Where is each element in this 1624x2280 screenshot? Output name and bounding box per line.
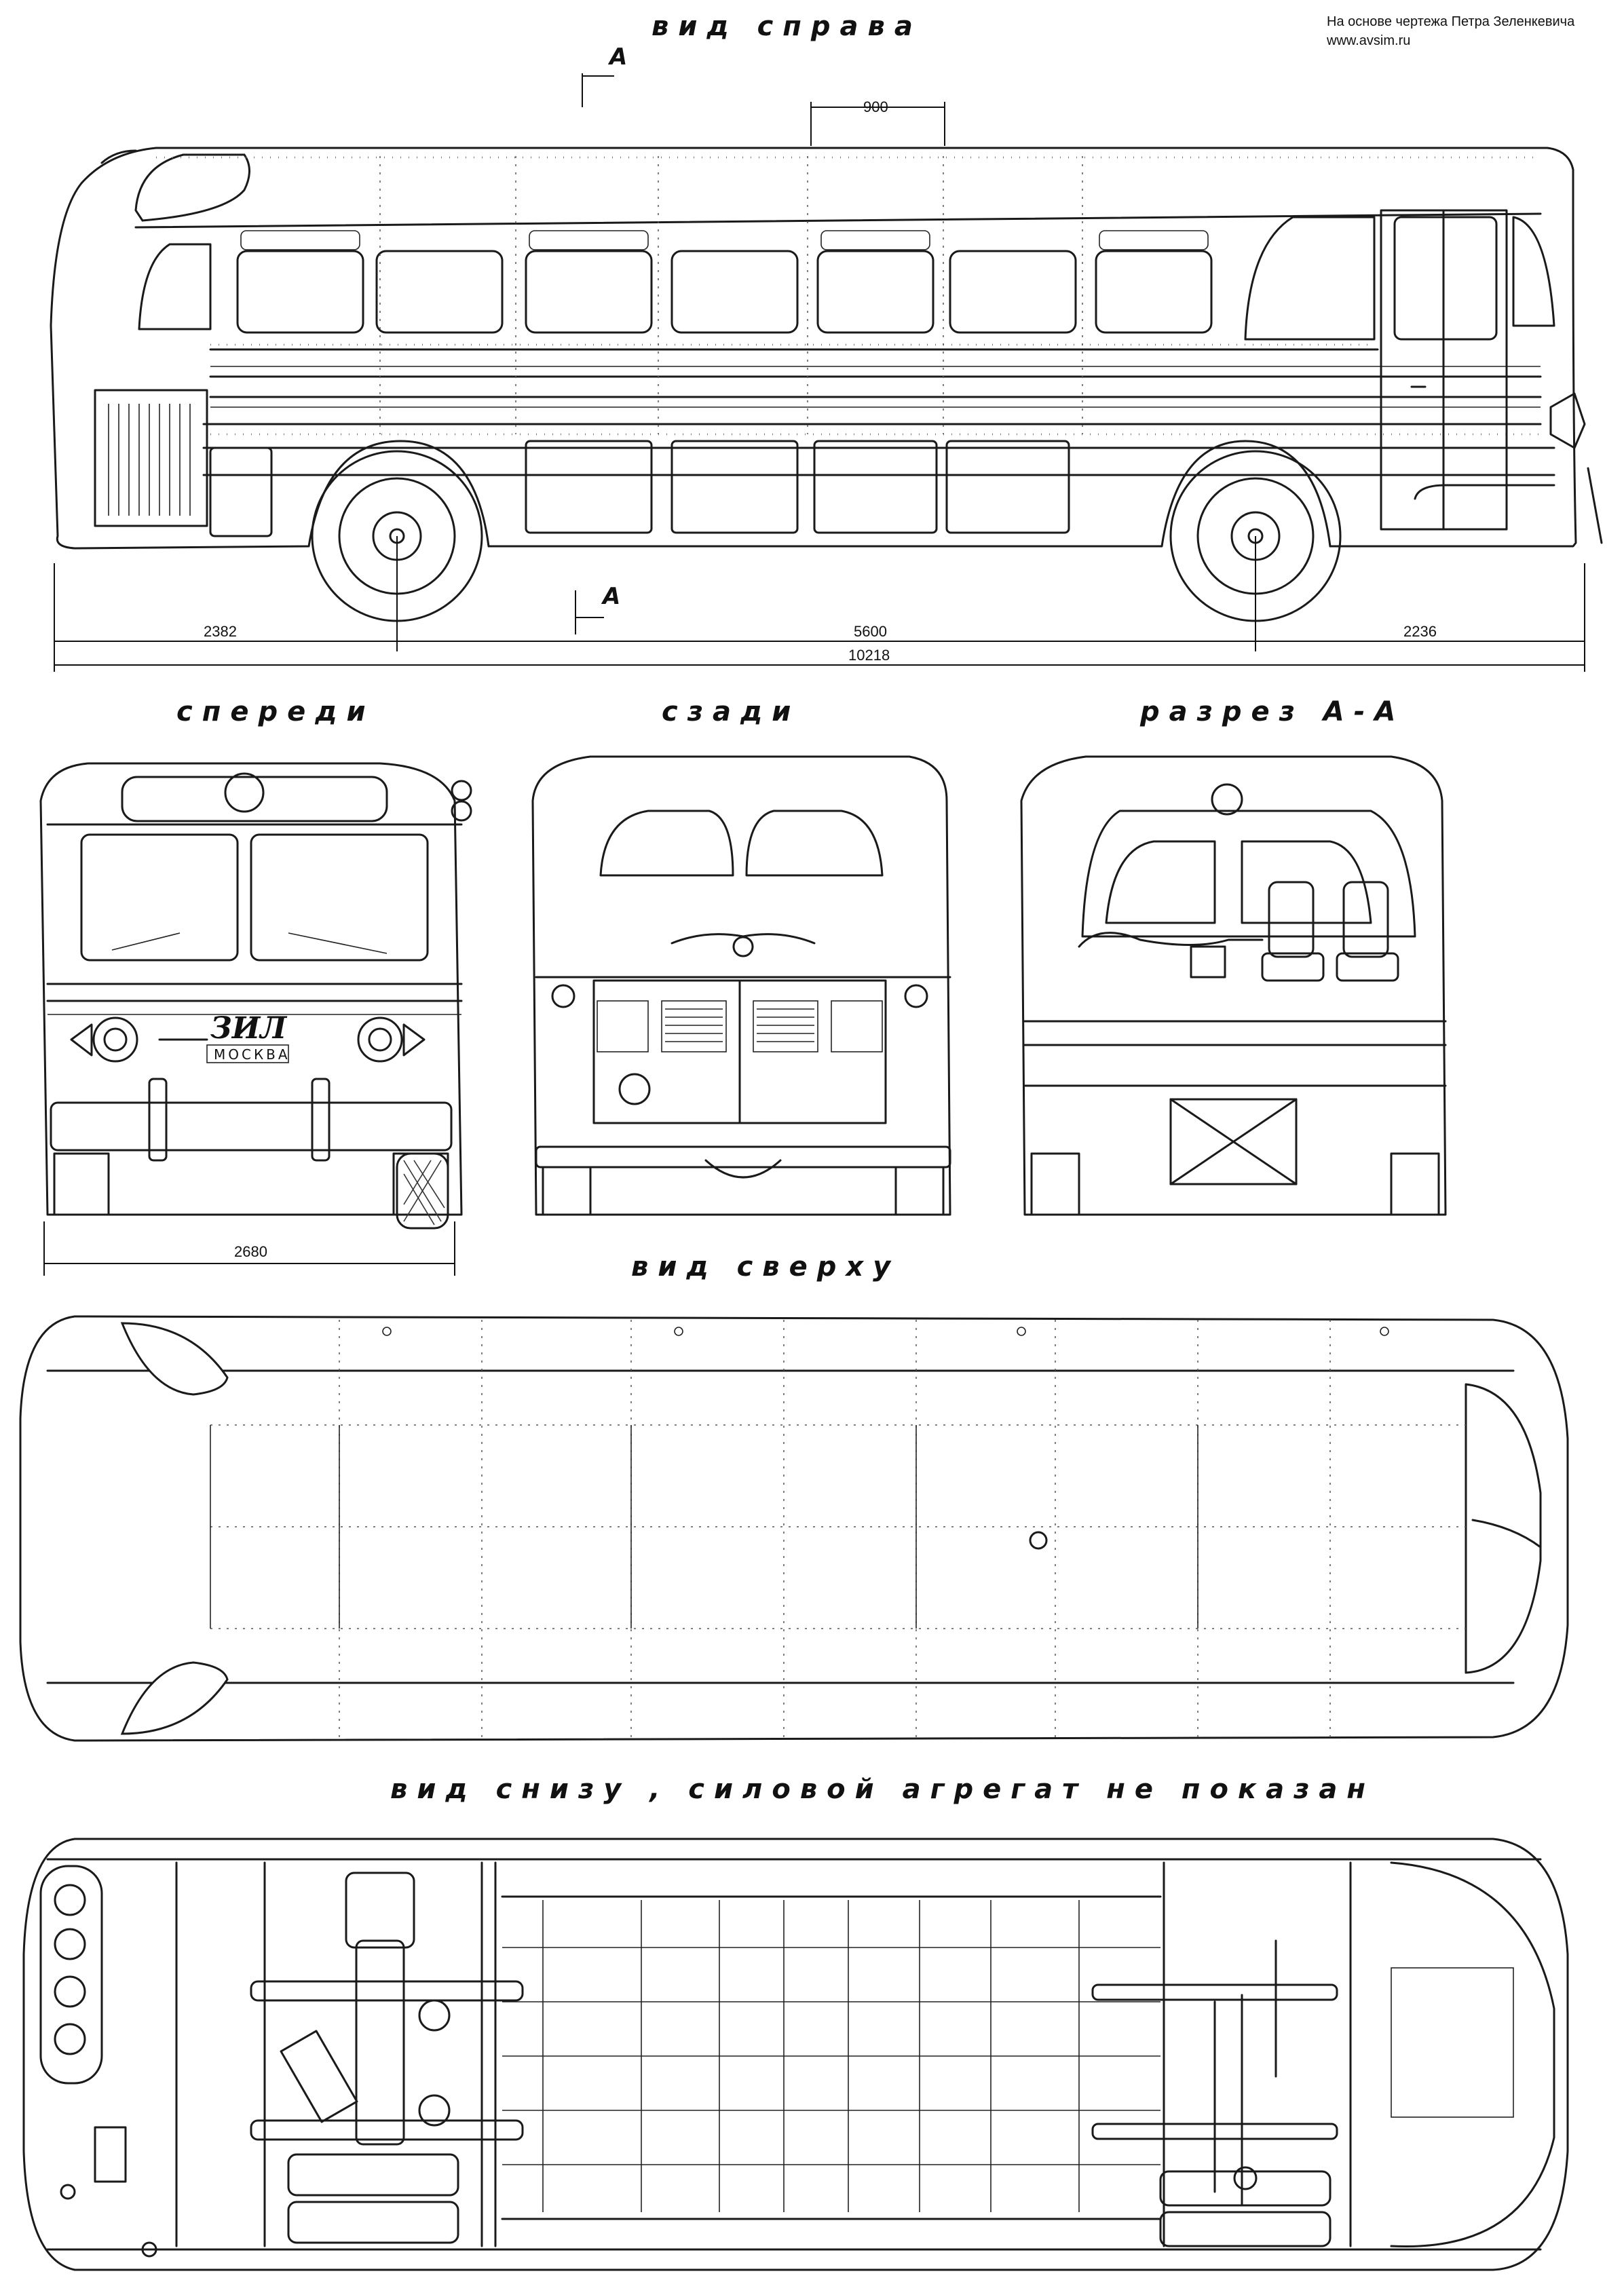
rear-view-title: сзади xyxy=(662,696,800,727)
front-badge: ЗИЛ МОСКВА xyxy=(158,1011,290,1063)
top-marker-light-right xyxy=(120,1661,229,1735)
dim-front-overhang: 2382 xyxy=(204,623,237,640)
section-window-left xyxy=(1105,840,1216,924)
destination-box xyxy=(121,776,388,822)
front-width-dimension: 2680 xyxy=(43,1221,455,1276)
bottom-body-outline xyxy=(22,1838,1569,2271)
rear-access-plate xyxy=(94,2126,127,2183)
rear-bumper xyxy=(535,1145,951,1168)
front-box-2 xyxy=(1159,2211,1332,2247)
windshield-edge xyxy=(1512,216,1555,327)
rear-axle xyxy=(250,1872,524,2146)
luggage-doors xyxy=(209,440,1070,537)
section-body-outline xyxy=(1020,755,1447,1216)
rear-lamp-cluster xyxy=(39,1865,103,2085)
windshield-right xyxy=(250,833,429,962)
section-interior-outline xyxy=(1081,810,1416,938)
rear-grille-right xyxy=(753,1000,818,1052)
section-marker-top: А xyxy=(582,43,627,107)
bottom-view: вид снизу , силовой агрегат не показан xyxy=(22,1774,1569,2271)
rear-window-left xyxy=(599,810,734,877)
roof-hatch-dimension-label: 900 xyxy=(863,98,888,115)
rear-view: сзади xyxy=(531,696,951,1216)
spare-wheel xyxy=(396,1152,449,1230)
front-quarter-window xyxy=(1244,216,1376,341)
section-view: разрез А-А xyxy=(1020,696,1447,1216)
front-view: спереди ЗИЛ МОСКВА xyxy=(39,696,472,1276)
side-roof-drip xyxy=(134,212,1542,229)
rear-body-outline xyxy=(531,755,951,1216)
front-axle xyxy=(1091,1939,1338,2207)
tool-box xyxy=(287,2201,459,2244)
side-window-4 xyxy=(671,250,799,334)
side-window-1 xyxy=(236,250,364,334)
section-marker-bottom: А xyxy=(575,583,620,634)
dim-wheelbase: 5600 xyxy=(854,623,887,640)
front-view-title: спереди xyxy=(176,696,375,727)
credit-author: На основе чертежа Петра Зеленкевича xyxy=(1327,14,1575,29)
side-window-2 xyxy=(375,250,504,334)
rear-roof-marker-light xyxy=(134,153,250,222)
front-roof-dome xyxy=(1465,1383,1542,1674)
dim-overall-length: 10218 xyxy=(848,647,890,664)
top-body-outline xyxy=(19,1315,1569,1742)
roof-vent xyxy=(1029,1531,1048,1550)
side-windows xyxy=(138,216,1555,341)
side-view: вид справа А 900 xyxy=(50,11,1603,672)
dim-overall-width: 2680 xyxy=(234,1243,267,1260)
rear-corner-window xyxy=(138,243,212,330)
windshield-left xyxy=(80,833,239,962)
rear-grille-far-right xyxy=(831,1000,883,1052)
side-body-outline xyxy=(50,147,1577,550)
front-step-well xyxy=(1391,1967,1514,2118)
side-length-dimensions: 2382 5600 2236 10218 xyxy=(54,536,1585,672)
engine-cover xyxy=(1078,932,1264,948)
section-view-title: разрез А-А xyxy=(1139,696,1405,727)
front-box-1 xyxy=(1159,2170,1332,2207)
credit-url: www.avsim.ru xyxy=(1326,33,1410,48)
side-window-7 xyxy=(1095,250,1213,334)
floor-grid xyxy=(502,1900,1160,2212)
top-marker-light-left xyxy=(120,1322,229,1396)
roof-hatch-dimension: 900 xyxy=(810,98,945,146)
section-marker-top-label: А xyxy=(607,43,627,71)
section-fuel-tank xyxy=(1169,1098,1298,1185)
rear-emblem xyxy=(671,933,816,945)
bottom-view-title: вид снизу , силовой агрегат не показан xyxy=(390,1774,1375,1805)
side-window-3 xyxy=(525,250,653,334)
door-window xyxy=(1393,216,1498,341)
front-bumper xyxy=(50,1101,453,1152)
engine-grille xyxy=(94,389,208,527)
top-view: вид сверху xyxy=(19,1251,1569,1742)
rear-grille-far-left xyxy=(597,1000,649,1052)
passenger-seats xyxy=(1261,881,1399,982)
battery-box xyxy=(287,2153,459,2197)
chassis-frame xyxy=(175,1861,1352,2247)
section-window-right xyxy=(1241,840,1372,924)
left-headlight xyxy=(70,1016,138,1063)
front-undercarriage-outline xyxy=(1390,1861,1555,2248)
front-marker-lamp xyxy=(224,772,265,813)
section-marker-bottom-label: А xyxy=(601,583,620,610)
front-body-outline xyxy=(39,762,463,1216)
front-badge-model: ЗИЛ xyxy=(210,1011,288,1046)
side-window-5 xyxy=(816,250,934,334)
rear-window-right xyxy=(745,810,884,877)
side-window-6 xyxy=(949,250,1077,334)
rear-grille-left xyxy=(661,1000,727,1052)
side-view-title: вид справа xyxy=(652,11,922,42)
right-headlight xyxy=(357,1016,426,1063)
front-headlight-side xyxy=(1549,392,1586,449)
front-badge-city: МОСКВА xyxy=(214,1046,290,1063)
top-view-title: вид сверху xyxy=(631,1251,900,1282)
dim-rear-overhang: 2236 xyxy=(1403,623,1437,640)
